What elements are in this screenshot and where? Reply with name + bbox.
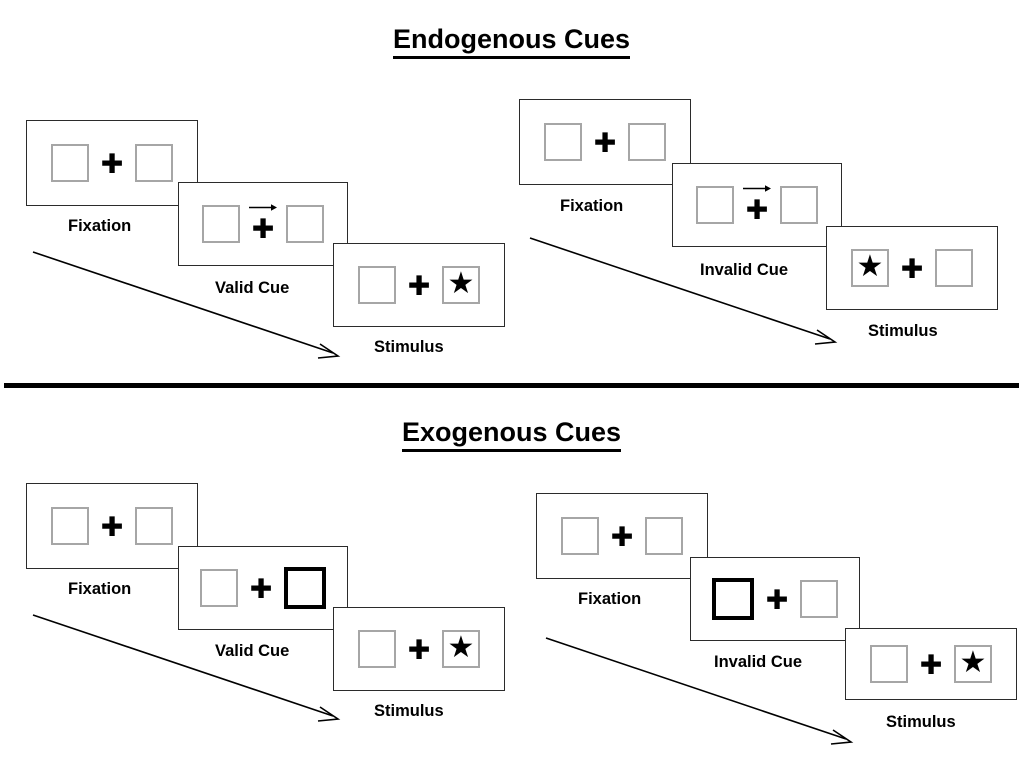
panel-endo-valid-cue: ✚ xyxy=(178,182,348,266)
caption-exo-valid-fixation: Fixation xyxy=(68,580,132,598)
panel-exo-invalid-fixation: ✚ xyxy=(536,493,708,579)
stim-box-left: ★ xyxy=(851,249,889,287)
fixation-cross-icon: ✚ xyxy=(745,194,769,226)
center-slot: ✚ xyxy=(240,200,286,248)
panel-content: ✚ xyxy=(712,575,838,623)
fixation-cross-icon: ✚ xyxy=(765,584,789,616)
panel-endo-invalid-fixation: ✚ xyxy=(519,99,691,185)
stim-box-right-cued xyxy=(284,567,326,609)
center-slot: ✚ xyxy=(889,244,935,292)
fixation-cross-icon: ✚ xyxy=(100,148,124,180)
panel-content: ★ ✚ xyxy=(851,244,973,292)
timeline-arrow-endo-invalid xyxy=(529,237,838,345)
caption-exo-valid-cue: Valid Cue xyxy=(215,642,290,660)
stim-box-right: ★ xyxy=(954,645,992,683)
fixation-cross-icon: ✚ xyxy=(900,253,924,285)
panel-content: ✚ ★ xyxy=(870,640,992,688)
stim-box-left xyxy=(870,645,908,683)
caption-endo-valid-cue: Valid Cue xyxy=(215,279,290,297)
caption-exo-invalid-cue: Invalid Cue xyxy=(714,653,803,671)
section-divider xyxy=(4,383,1019,388)
panel-content: ✚ ★ xyxy=(358,261,480,309)
arrow-right-cue-icon xyxy=(743,185,771,192)
target-star-icon: ★ xyxy=(447,266,475,301)
panel-exo-invalid-cue: ✚ xyxy=(690,557,860,641)
center-slot: ✚ xyxy=(396,261,442,309)
stim-box-left xyxy=(202,205,240,243)
target-star-icon: ★ xyxy=(959,645,987,680)
center-slot: ✚ xyxy=(754,575,800,623)
fixation-cross-icon: ✚ xyxy=(249,573,273,605)
fixation-cross-icon: ✚ xyxy=(100,511,124,543)
caption-endo-valid-stimulus: Stimulus xyxy=(374,338,444,356)
stim-box-left xyxy=(200,569,238,607)
panel-content: ✚ xyxy=(51,139,173,187)
fixation-cross-icon: ✚ xyxy=(919,649,943,681)
fixation-cross-icon: ✚ xyxy=(407,634,431,666)
center-slot: ✚ xyxy=(89,139,135,187)
target-star-icon: ★ xyxy=(447,630,475,665)
fixation-cross-icon: ✚ xyxy=(407,270,431,302)
panel-content: ✚ xyxy=(696,181,818,229)
section-title-endogenous: Endogenous Cues xyxy=(0,24,1023,59)
stim-box-right xyxy=(286,205,324,243)
stim-box-right xyxy=(780,186,818,224)
center-slot: ✚ xyxy=(238,564,284,612)
panel-endo-invalid-stimulus: ★ ✚ xyxy=(826,226,998,310)
panel-content: ✚ xyxy=(561,512,683,560)
caption-endo-invalid-fixation: Fixation xyxy=(560,197,624,215)
caption-endo-invalid-stimulus: Stimulus xyxy=(868,322,938,340)
timeline-arrow-endo-valid xyxy=(32,251,341,359)
panel-content: ✚ xyxy=(202,200,324,248)
caption-exo-invalid-stimulus: Stimulus xyxy=(886,713,956,731)
center-slot: ✚ xyxy=(734,181,780,229)
panel-content: ✚ xyxy=(544,118,666,166)
center-slot: ✚ xyxy=(89,502,135,550)
stim-box-left xyxy=(51,144,89,182)
stim-box-left xyxy=(358,630,396,668)
section-title-exogenous: Exogenous Cues xyxy=(0,417,1023,452)
panel-endo-invalid-cue: ✚ xyxy=(672,163,842,247)
panel-content: ✚ xyxy=(200,564,326,612)
center-slot: ✚ xyxy=(582,118,628,166)
caption-exo-valid-stimulus: Stimulus xyxy=(374,702,444,720)
stim-box-right xyxy=(135,507,173,545)
section-title-exogenous-text: Exogenous Cues xyxy=(401,417,622,452)
stim-box-left-cued xyxy=(712,578,754,620)
stim-box-right: ★ xyxy=(442,266,480,304)
caption-endo-invalid-cue: Invalid Cue xyxy=(700,261,789,279)
center-slot: ✚ xyxy=(908,640,954,688)
center-slot: ✚ xyxy=(396,625,442,673)
panel-endo-valid-fixation: ✚ xyxy=(26,120,198,206)
stim-box-right xyxy=(935,249,973,287)
caption-endo-valid-fixation: Fixation xyxy=(68,217,132,235)
center-slot: ✚ xyxy=(599,512,645,560)
panel-endo-valid-stimulus: ✚ ★ xyxy=(333,243,505,327)
stim-box-right xyxy=(628,123,666,161)
target-star-icon: ★ xyxy=(856,249,884,284)
timeline-arrow-exo-invalid xyxy=(545,637,854,745)
stim-box-right xyxy=(645,517,683,555)
panel-exo-valid-stimulus: ✚ ★ xyxy=(333,607,505,691)
panel-content: ✚ ★ xyxy=(358,625,480,673)
panel-exo-valid-fixation: ✚ xyxy=(26,483,198,569)
stim-box-left xyxy=(561,517,599,555)
fixation-cross-icon: ✚ xyxy=(610,521,634,553)
fixation-cross-icon: ✚ xyxy=(593,127,617,159)
caption-exo-invalid-fixation: Fixation xyxy=(578,590,642,608)
panel-exo-invalid-stimulus: ✚ ★ xyxy=(845,628,1017,700)
stim-box-left xyxy=(544,123,582,161)
stim-box-left xyxy=(696,186,734,224)
panel-exo-valid-cue: ✚ xyxy=(178,546,348,630)
panel-content: ✚ xyxy=(51,502,173,550)
stim-box-left xyxy=(358,266,396,304)
stim-box-right xyxy=(135,144,173,182)
arrow-right-cue-icon xyxy=(249,204,277,211)
stim-box-right: ★ xyxy=(442,630,480,668)
stim-box-right xyxy=(800,580,838,618)
fixation-cross-icon: ✚ xyxy=(251,213,275,245)
stim-box-left xyxy=(51,507,89,545)
section-title-endogenous-text: Endogenous Cues xyxy=(392,24,630,59)
